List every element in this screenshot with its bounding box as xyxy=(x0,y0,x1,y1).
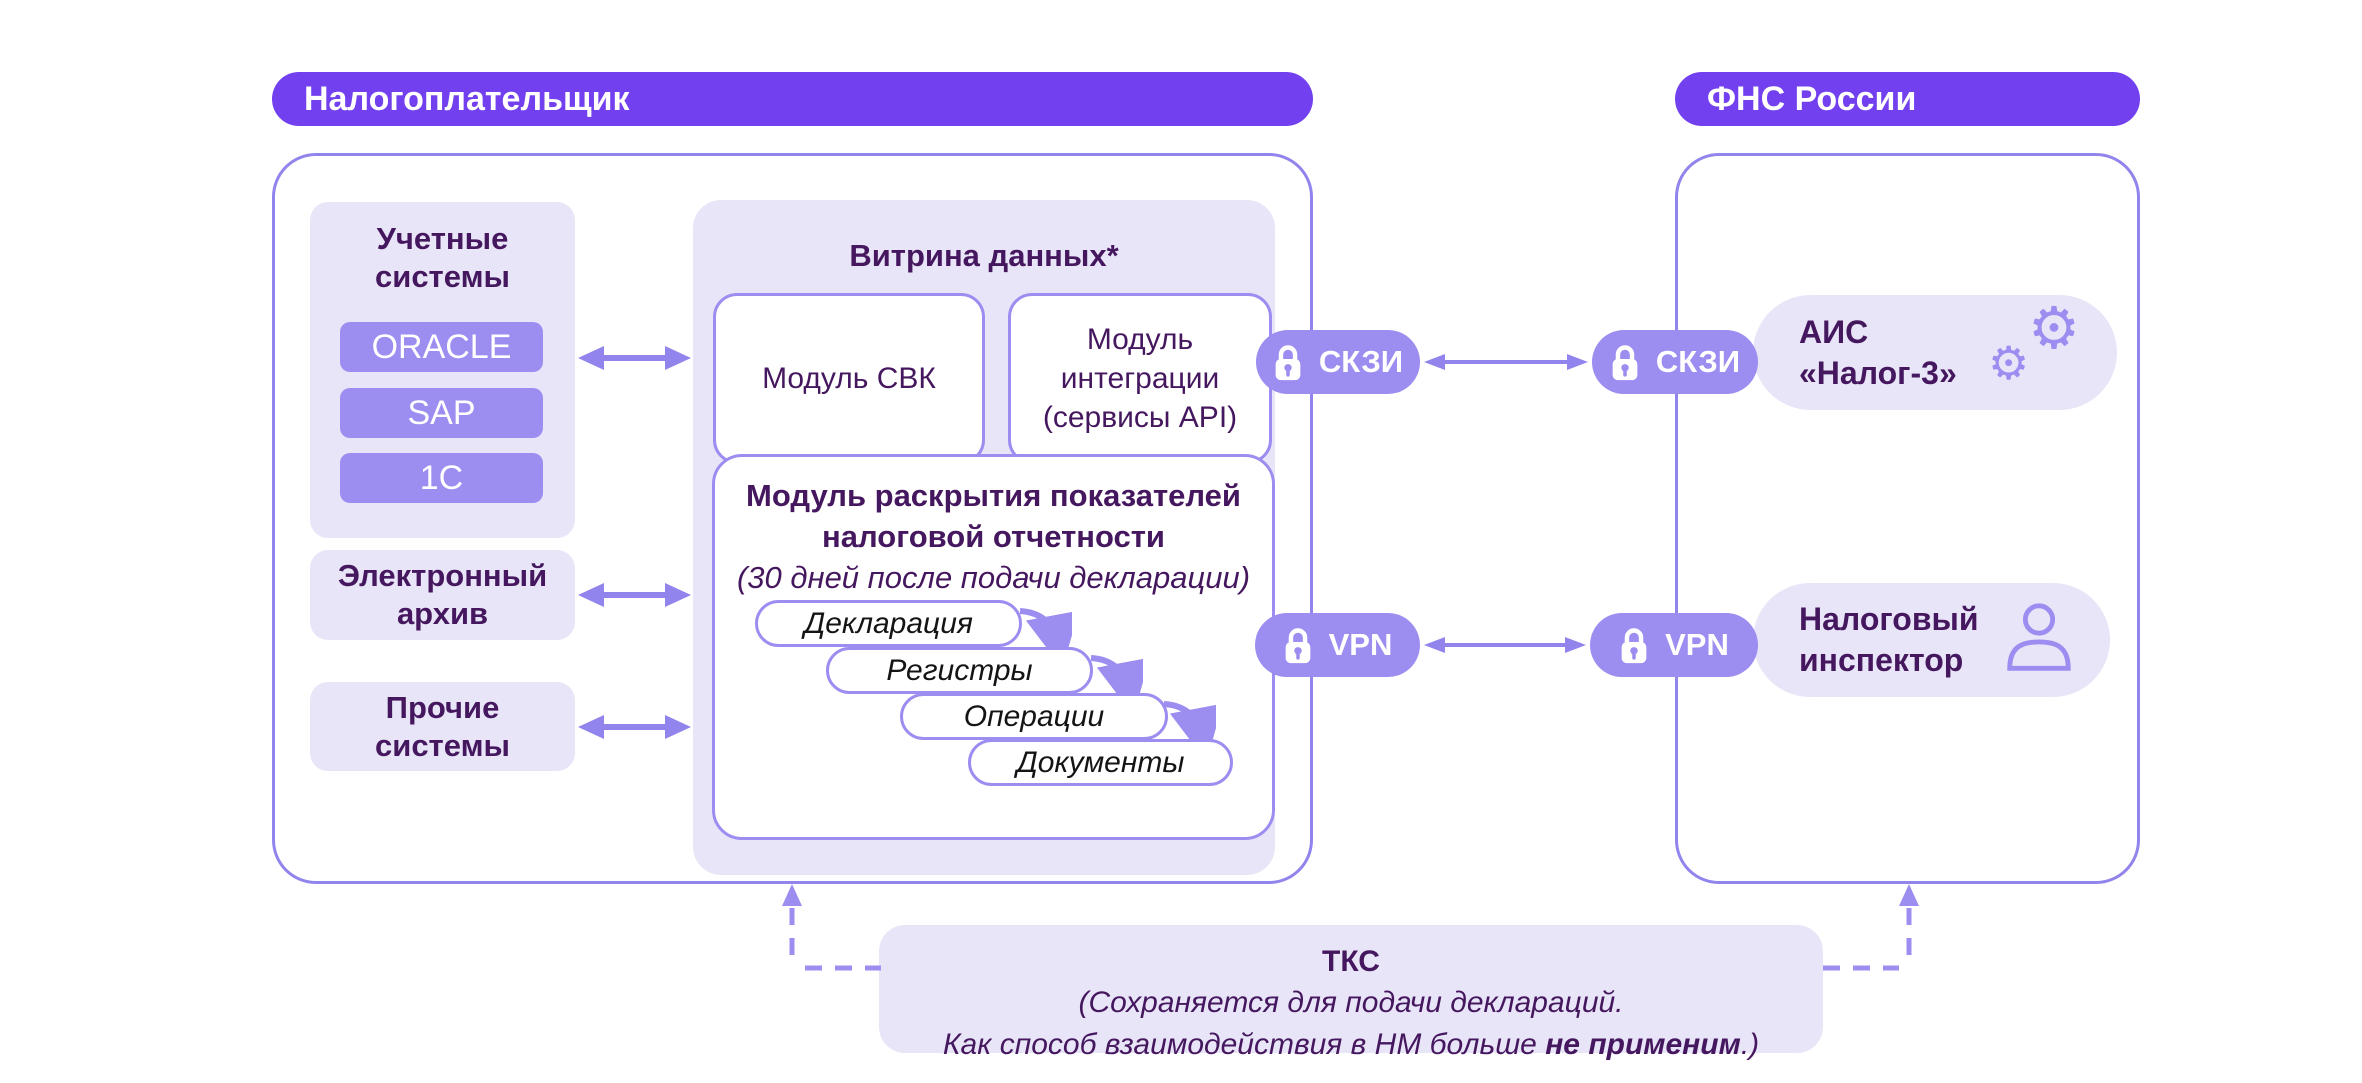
cascade-label-declaration: Декларация xyxy=(804,606,973,640)
tks-box: ТКС (Сохраняется для подачи деклараций. … xyxy=(879,925,1823,1061)
tax-inspector-text: Налоговый инспектор xyxy=(1753,599,1978,681)
system-sap: SAP xyxy=(340,388,543,438)
disclosure-module-title: Модуль раскрытия показателей налоговой о… xyxy=(722,476,1265,599)
double-arrow-other xyxy=(578,715,691,739)
cascade-arrow-2 xyxy=(1090,655,1143,706)
accounting-systems-title-line1: Учетные xyxy=(376,221,509,256)
cascade-arrow-3 xyxy=(1163,701,1216,752)
lock-icon xyxy=(1612,344,1638,380)
integration-module-line1: Модуль xyxy=(1086,323,1194,356)
system-sap-label: SAP xyxy=(407,393,476,432)
tax-inspector-pill: Налоговый инспектор xyxy=(1753,583,2110,697)
ais-nalog3-text: АИС «Налог-3» xyxy=(1753,312,1957,394)
electronic-archive-line2: архив xyxy=(396,596,489,631)
cascade-label-registers: Регистры xyxy=(886,653,1033,687)
data-mart-title: Витрина данных* xyxy=(849,238,1119,273)
ais-line1: АИС xyxy=(1799,313,1869,350)
electronic-archive-box: Электронный архив xyxy=(310,550,575,640)
lock-icon xyxy=(1621,627,1647,663)
tks-line3-bold: не применим xyxy=(1545,1027,1741,1061)
tks-line2: (Сохраняется для подачи деклараций. xyxy=(1078,986,1624,1020)
cascade-pill-documents: Документы xyxy=(968,739,1233,786)
inspector-line1: Налоговый xyxy=(1799,601,1979,638)
vpn-double-arrow xyxy=(1424,637,1586,653)
ais-nalog3-pill: АИС «Налог-3» xyxy=(1753,295,2117,410)
disclosure-subtitle: (30 дней после подачи декларации) xyxy=(736,559,1251,595)
taxpayer-header: Налогоплательщик xyxy=(272,72,1313,126)
system-1c-label: 1C xyxy=(419,458,464,497)
vpn-badge-left: VPN xyxy=(1255,613,1420,677)
vpn-left-label: VPN xyxy=(1328,627,1393,662)
other-systems-line1: Прочие xyxy=(385,689,500,725)
fns-container xyxy=(1675,153,2140,884)
tks-line3: Как способ взаимодействия в НМ больше не… xyxy=(879,1024,1823,1065)
vpn-badge-right: VPN xyxy=(1590,613,1758,677)
skzi-right-label: СКЗИ xyxy=(1655,344,1741,379)
tks-title: ТКС xyxy=(1322,945,1380,978)
svk-module-box: Модуль СВК xyxy=(713,293,985,464)
person-icon xyxy=(2007,603,2071,671)
electronic-archive-line1: Электронный xyxy=(337,558,548,594)
lock-icon xyxy=(1285,627,1310,663)
double-arrow-accounting xyxy=(578,346,691,370)
system-oracle: ORACLE xyxy=(340,322,543,372)
fns-header: ФНС России xyxy=(1675,72,2140,126)
tks-dashed-arrow-right xyxy=(1823,884,1919,971)
system-1c: 1C xyxy=(340,453,543,503)
skzi-left-label: СКЗИ xyxy=(1318,344,1404,379)
tks-line3-prefix: Как способ взаимодействия в НМ больше xyxy=(942,1027,1546,1061)
disclosure-title-line1: Модуль раскрытия показателей xyxy=(746,478,1241,513)
cascade-pill-declaration: Декларация xyxy=(755,600,1022,647)
other-systems-line2: системы xyxy=(375,727,510,763)
inspector-line2: инспектор xyxy=(1799,642,1964,678)
gear-small-icon: ⚙ xyxy=(1988,337,2030,389)
tks-line3-suffix: .) xyxy=(1740,1027,1760,1061)
skzi-badge-left: СКЗИ xyxy=(1256,330,1420,394)
cascade-label-documents: Документы xyxy=(1016,745,1185,779)
cascade-pill-registers: Регистры xyxy=(826,647,1093,694)
integration-module-line2: интеграции xyxy=(1060,362,1220,395)
taxpayer-header-label: Налогоплательщик xyxy=(304,79,630,118)
cascade-label-operations: Операции xyxy=(963,699,1105,733)
accounting-systems-title-line2: системы xyxy=(375,258,510,294)
disclosure-title-line2: налоговой отчетности xyxy=(822,518,1165,554)
gears-icon: ⚙ xyxy=(2028,296,2080,361)
vpn-right-label: VPN xyxy=(1665,627,1729,662)
lock-icon xyxy=(1275,344,1301,380)
double-arrow-archive xyxy=(578,583,691,607)
cascade-pill-operations: Операции xyxy=(900,693,1168,740)
system-oracle-label: ORACLE xyxy=(371,327,512,366)
skzi-double-arrow xyxy=(1424,354,1588,370)
ais-line2: «Налог-3» xyxy=(1799,354,1957,391)
integration-module-line3: (сервисы API) xyxy=(1042,401,1238,434)
cascade-arrow-1 xyxy=(1019,608,1072,659)
svk-module-label: Модуль СВК xyxy=(762,362,936,395)
fns-header-label: ФНС России xyxy=(1707,79,1917,118)
integration-module-box: Модуль интеграции (сервисы API) xyxy=(1008,293,1272,464)
skzi-badge-right: СКЗИ xyxy=(1592,330,1758,394)
other-systems-box: Прочие системы xyxy=(310,682,575,771)
tks-dashed-arrow-left xyxy=(782,884,881,971)
